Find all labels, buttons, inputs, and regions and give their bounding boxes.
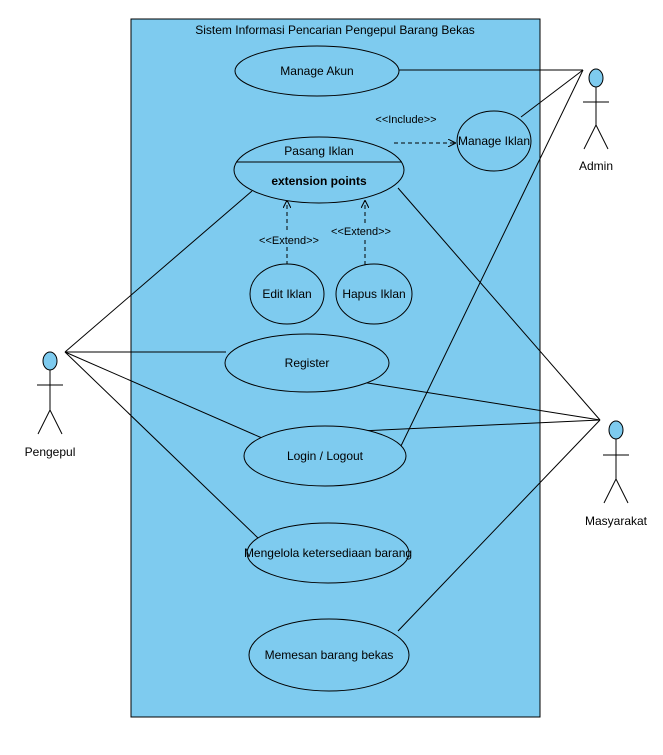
extend-label-left: <<Extend>> [259,235,319,247]
actor-admin-head [588,68,604,88]
assoc-masyarakat-pasang-iklan [397,187,601,421]
actor-masyarakat-head [608,420,624,440]
use-case-memesan[interactable]: Memesan barang bekas [248,618,410,692]
assoc-pengepul-login [64,351,263,439]
use-case-edit-iklan-label: Edit Iklan [262,287,311,301]
use-case-manage-akun[interactable]: Manage Akun [234,45,400,97]
assoc-admin-manage-iklan [520,69,584,118]
use-case-login-logout[interactable]: Login / Logout [243,425,407,487]
assoc-masyarakat-memesan [397,419,601,632]
extend-label-left-bg [262,233,316,247]
use-case-memesan-label: Memesan barang bekas [265,648,394,662]
use-case-login-logout-label: Login / Logout [287,449,364,463]
assoc-masyarakat-register [354,380,601,421]
use-case-hapus-iklan[interactable]: Hapus Iklan [335,263,413,325]
use-case-pasang-iklan-label: Pasang Iklan [284,144,353,158]
extend-label-right-bg [333,224,389,238]
use-case-hapus-iklan-label: Hapus Iklan [342,287,405,301]
include-label: <<Include>> [375,114,436,126]
extension-points-label: extension points [271,174,367,188]
assoc-admin-login [399,69,584,449]
actor-pengepul[interactable] [37,351,63,435]
use-case-manage-iklan-label: Manage Iklan [458,134,530,148]
actor-pengepul-head [42,351,58,371]
extend-label-right: <<Extend>> [331,226,391,238]
use-case-register-label: Register [285,356,330,370]
actor-pengepul-label: Pengepul [25,445,76,459]
use-case-pasang-iklan[interactable]: Pasang Iklan extension points [233,136,405,204]
actor-masyarakat[interactable] [603,420,629,504]
use-case-mengelola[interactable]: Mengelola ketersediaan barang [244,522,412,584]
actor-masyarakat-label: Masyarakat [585,514,648,528]
assoc-masyarakat-login [359,419,601,432]
use-case-mengelola-label: Mengelola ketersediaan barang [244,546,412,560]
system-title: Sistem Informasi Pencarian Pengepul Bara… [195,23,475,37]
use-case-manage-akun-label: Manage Akun [280,64,353,78]
use-case-manage-iklan[interactable]: Manage Iklan [456,110,532,172]
use-case-register[interactable]: Register [224,333,390,393]
assoc-pengepul-mengelola [64,351,259,539]
actor-admin-label: Admin [579,159,613,173]
actor-admin[interactable] [583,68,609,150]
use-case-edit-iklan[interactable]: Edit Iklan [249,263,325,325]
assoc-pengepul-pasang-iklan [64,190,253,353]
associations [64,69,601,632]
